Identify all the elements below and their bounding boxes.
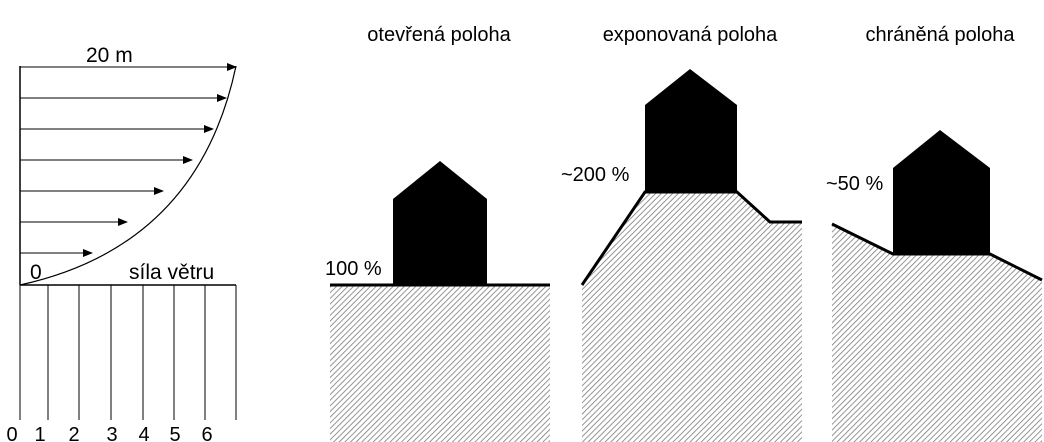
wind-profile: 20 m 0 síla větru 0 1 2 3 4 5 6	[6, 44, 237, 442]
house-icon	[393, 161, 487, 285]
panel-title: otevřená poloha	[367, 24, 511, 46]
panel-sheltered-position: chráněná poloha ~50 %	[826, 24, 1043, 442]
wind-speed-curve	[19, 65, 237, 286]
scale-tick-label: 6	[201, 424, 212, 442]
scale-tick-label: 0	[6, 424, 17, 442]
flat-terrain	[330, 285, 550, 442]
panel-title: exponovaná poloha	[603, 24, 778, 46]
wind-percentage: 100 %	[325, 258, 382, 280]
scale-tick-label: 5	[169, 424, 180, 442]
scale-tick-label: 2	[68, 424, 79, 442]
house-icon	[893, 130, 990, 254]
valley-terrain	[832, 224, 1042, 442]
house-icon	[645, 69, 737, 192]
panel-exposed-position: exponovaná poloha ~200 %	[561, 24, 802, 442]
scale-tick-label: 1	[34, 424, 45, 442]
panel-open-position: otevřená poloha 100 %	[325, 24, 550, 442]
scale-tick-label: 4	[138, 424, 149, 442]
zero-label: 0	[30, 261, 42, 284]
scale-tick-label: 3	[106, 424, 117, 442]
wind-percentage: ~50 %	[826, 173, 883, 195]
height-label: 20 m	[86, 44, 133, 67]
hill-terrain	[582, 192, 802, 442]
panel-title: chráněná poloha	[865, 24, 1015, 46]
wind-percentage: ~200 %	[561, 164, 630, 186]
wind-force-axis-label: síla větru	[129, 261, 214, 284]
